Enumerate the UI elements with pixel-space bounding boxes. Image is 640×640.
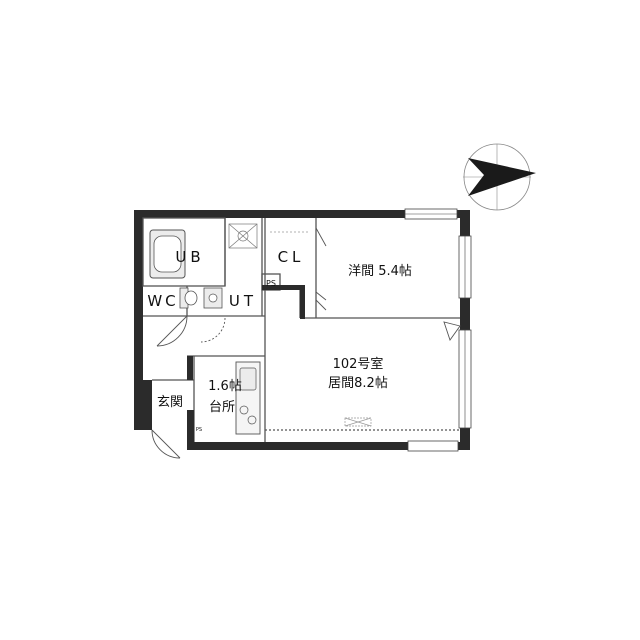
room-labels: UB WC UT CL PS 洋間 5.4帖 102号室 居間8.2帖 1.6帖… xyxy=(147,248,412,433)
thick-walls xyxy=(187,285,305,442)
ps-label: PS xyxy=(266,279,276,288)
ceiling-vent-markers xyxy=(344,417,372,427)
ub-label: UB xyxy=(175,248,204,266)
kitchen-counter xyxy=(235,361,261,435)
cl-label: CL xyxy=(278,248,305,266)
washbasin xyxy=(203,287,223,309)
western-room-label: 洋間 5.4帖 xyxy=(348,264,412,279)
bathtub xyxy=(149,229,186,279)
entrance-label: 玄関 xyxy=(157,395,183,410)
kitchen-label: 台所 xyxy=(209,400,235,415)
ps-small-label: PS xyxy=(196,427,202,433)
interior-walls xyxy=(142,217,460,442)
north-arrow-icon xyxy=(463,143,536,211)
toilet xyxy=(179,287,198,309)
living-room-label: 居間8.2帖 xyxy=(328,376,388,391)
kitchen-size-label: 1.6帖 xyxy=(208,379,242,394)
washer-space xyxy=(228,223,258,249)
doors xyxy=(151,227,461,459)
wc-label: WC xyxy=(147,292,178,310)
windows xyxy=(404,208,472,452)
room-number-label: 102号室 xyxy=(333,356,384,372)
ut-label: UT xyxy=(229,292,257,310)
